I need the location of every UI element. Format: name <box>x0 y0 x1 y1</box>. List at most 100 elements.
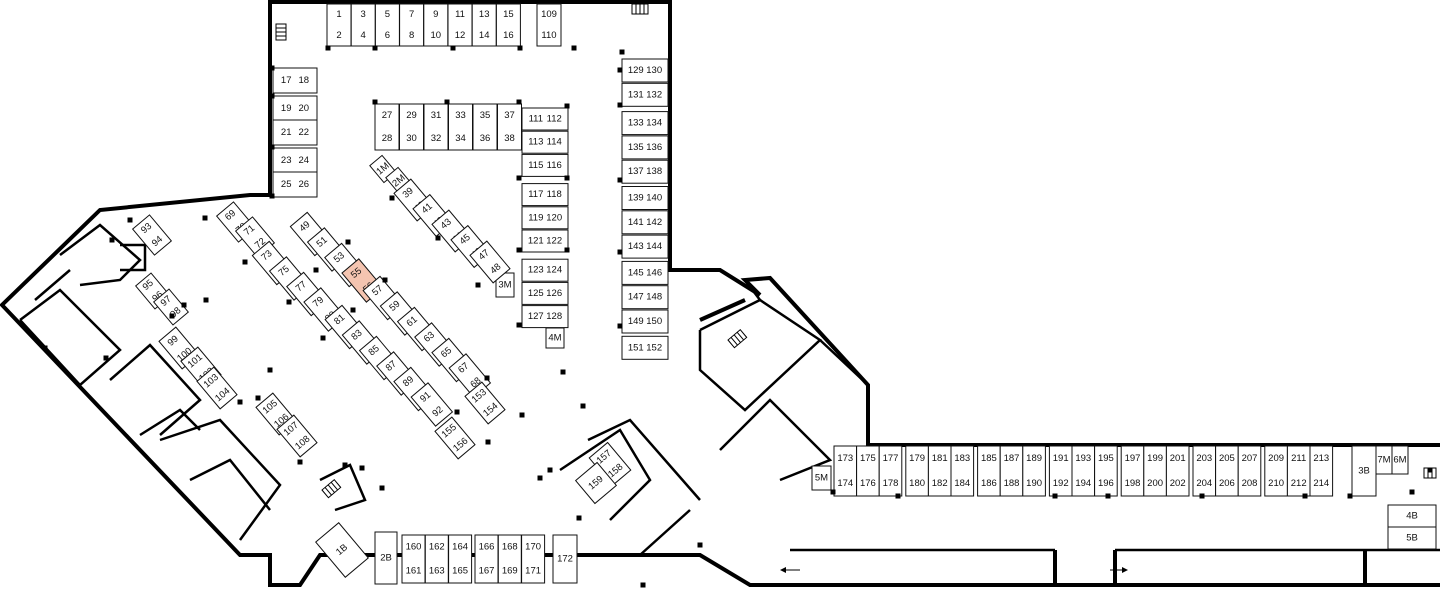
unit-163[interactable]: 163 <box>429 566 445 577</box>
unit-13[interactable]: 13 <box>479 9 490 20</box>
unit-box[interactable] <box>536 3 562 47</box>
unit-122[interactable]: 122 <box>546 236 562 247</box>
unit-186[interactable]: 186 <box>981 478 997 489</box>
unit-200[interactable]: 200 <box>1147 478 1163 489</box>
unit-133[interactable]: 133 <box>628 118 644 129</box>
unit-202[interactable]: 202 <box>1170 478 1186 489</box>
unit-177[interactable]: 177 <box>883 453 899 464</box>
unit-151[interactable]: 151 <box>628 342 644 353</box>
unit-box[interactable] <box>434 416 476 460</box>
unit-183[interactable]: 183 <box>954 453 970 464</box>
unit-box[interactable] <box>621 234 669 259</box>
unit-168[interactable]: 168 <box>502 542 518 553</box>
unit-192[interactable]: 192 <box>1053 478 1069 489</box>
unit-3[interactable]: 3 <box>361 9 366 20</box>
unit-187[interactable]: 187 <box>1004 453 1020 464</box>
unit-213[interactable]: 213 <box>1313 453 1329 464</box>
unit-146[interactable]: 146 <box>646 267 662 278</box>
unit-box[interactable] <box>1309 445 1334 497</box>
unit-211[interactable]: 211 <box>1291 453 1306 464</box>
unit-173[interactable]: 173 <box>837 453 853 464</box>
unit-pair[interactable]: 78 <box>399 3 425 47</box>
unit-174[interactable]: 174 <box>837 478 853 489</box>
unit-box[interactable] <box>464 381 506 425</box>
unit-18[interactable]: 18 <box>299 75 310 86</box>
unit-box[interactable] <box>621 186 669 210</box>
unit-190[interactable]: 190 <box>1026 478 1042 489</box>
unit-pair[interactable]: 211 212 <box>1286 445 1311 497</box>
unit-box[interactable] <box>448 103 473 151</box>
unit-box[interactable] <box>399 3 425 47</box>
unit-pair[interactable]: 162 163 <box>424 534 449 584</box>
unit-17[interactable]: 17 <box>281 75 292 86</box>
unit-single[interactable]: 159 <box>574 461 618 505</box>
unit-160[interactable]: 160 <box>406 542 422 553</box>
unit-box[interactable] <box>521 153 569 177</box>
unit-box[interactable] <box>574 461 618 505</box>
unit-box[interactable] <box>621 159 669 184</box>
unit-20[interactable]: 20 <box>299 103 310 114</box>
unit-212[interactable]: 212 <box>1291 478 1307 489</box>
unit-single[interactable]: 5M <box>811 465 832 491</box>
unit-box[interactable] <box>374 531 398 585</box>
unit-1[interactable]: 1 <box>336 9 341 20</box>
unit-144[interactable]: 144 <box>646 241 662 252</box>
unit-box[interactable] <box>131 214 173 256</box>
unit-130[interactable]: 130 <box>646 65 662 76</box>
unit-box[interactable] <box>448 534 473 584</box>
unit-180[interactable]: 180 <box>909 478 925 489</box>
unit-box[interactable] <box>497 103 522 151</box>
unit-box[interactable] <box>399 103 424 151</box>
unit-8[interactable]: 8 <box>409 30 414 41</box>
unit-111[interactable]: 111 <box>529 114 543 125</box>
unit-box[interactable] <box>521 206 569 230</box>
unit-single[interactable]: 6M <box>1391 445 1409 475</box>
unit-162[interactable]: 162 <box>429 542 445 553</box>
unit-11[interactable]: 11 <box>455 9 465 20</box>
unit-5B[interactable]: 5B <box>1406 533 1418 544</box>
unit-167[interactable]: 167 <box>479 566 495 577</box>
unit-box[interactable] <box>272 119 318 146</box>
unit-box[interactable] <box>950 445 975 497</box>
unit-box[interactable] <box>1387 526 1437 550</box>
unit-box[interactable] <box>350 3 376 47</box>
unit-box[interactable] <box>1022 445 1046 497</box>
unit-pair[interactable]: 56 <box>374 3 400 47</box>
unit-203[interactable]: 203 <box>1196 453 1212 464</box>
unit-189[interactable]: 189 <box>1026 453 1042 464</box>
unit-28[interactable]: 28 <box>382 133 393 144</box>
unit-box[interactable] <box>521 258 569 282</box>
unit-5[interactable]: 5 <box>385 9 390 20</box>
unit-129[interactable]: 129 <box>628 65 644 76</box>
unit-116[interactable]: 116 <box>547 160 562 171</box>
unit-32[interactable]: 32 <box>431 133 442 144</box>
unit-121[interactable]: 121 <box>528 236 544 247</box>
unit-pair[interactable]: 189 190 <box>1022 445 1046 497</box>
unit-box[interactable] <box>811 465 832 491</box>
